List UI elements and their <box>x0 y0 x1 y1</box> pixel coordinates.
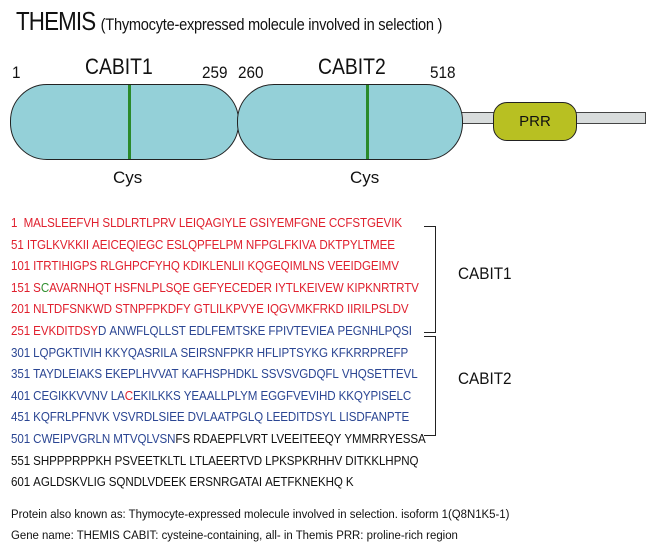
cabit1-domain <box>10 84 239 160</box>
sequence-row: 1 MALSLEEFVH SLDLRTLPRV LEIQAGIYLE GSIYE… <box>11 216 402 230</box>
sequence-row: 151 SCAVARNHQT HSFNLPLSQE GEFYECEDER IYT… <box>11 281 419 295</box>
gene-symbol: THEMIS <box>16 6 96 36</box>
sequence-row: 101 ITRTIHIGPS RLGHPCFYHQ KDIKLENLII KQG… <box>11 259 399 273</box>
cabit1-domain-label: CABIT1 <box>85 54 153 79</box>
sequence-segment: FS RDAEPFLVRT LVEEITEEQY YMMRRYESSA <box>175 432 426 446</box>
sequence-segment: 551 SHPPPRPPKH PSVEETKLTL LTLAEERTVD LPK… <box>11 453 419 468</box>
sequence-row: 201 NLTDFSNKWD STNPFPKDFY GTLILKPVYE IQG… <box>11 302 409 317</box>
sequence-row: 551 SHPPPRPPKH PSVEETKLTL LTLAEERTVD LPK… <box>11 453 419 468</box>
highlighted-cysteine: C <box>40 280 50 295</box>
cabit2-cys-label: Cys <box>350 168 380 187</box>
cabit2-cys-marker <box>366 85 369 159</box>
sequence-segment: 501 CWEIPVGRLN MTVQLVSN <box>11 432 176 446</box>
sequence-segment: 1 MALSLEEFVH SLDLRTLPRV LEIQAGIYLE GSIYE… <box>11 216 402 230</box>
sequence-row: 51 ITGLKVKKII AEICEQIEGC ESLQPFELPM NFPG… <box>11 238 395 252</box>
sequence-row: 601 AGLDSKVLIG SQNDLVDEEK ERSNRGATAI AET… <box>11 475 354 489</box>
position-cabit1-end: 259 <box>202 63 228 82</box>
cabit2-domain-label: CABIT2 <box>318 54 386 79</box>
sequence-segment: 351 TAYDLEIAKS EKEPLHVVAT KAFHSPHDKL SSV… <box>11 367 418 382</box>
sequence-segment: D ANWFLQLLST EDLFEMTSKE FPIVTEVIEA PEGNH… <box>98 324 412 338</box>
position-start: 1 <box>12 63 21 82</box>
sequence-row: 501 CWEIPVGRLN MTVQLVSNFS RDAEPFLVRT LVE… <box>11 432 426 446</box>
sequence-segment: 301 LQPGKTIVIH KKYQASRILA SEIRSNFPKR HFL… <box>11 345 409 360</box>
position-cabit2-end: 518 <box>430 63 456 82</box>
cabit1-cys-label: Cys <box>113 168 143 187</box>
sequence-segment: AVARNHQT HSFNLPLSQE GEFYECEDER IYTLKEIVE… <box>49 280 419 295</box>
sequence-row: 301 LQPGKTIVIH KKYQASRILA SEIRSNFPKR HFL… <box>11 346 408 360</box>
gene-legend-note: Gene name: THEMIS CABIT: cysteine-contai… <box>11 528 458 542</box>
sequence-segment: 601 AGLDSKVLIG SQNDLVDEEK ERSNRGATAI AET… <box>11 475 354 490</box>
sequence-row: 401 CEGIKKVVNV LACEKILKKS YEAALLPLYM EGG… <box>11 389 411 403</box>
sequence-segment: 451 KQFRLPFNVK VSVRDLSIEE DVLAATPGLQ LEE… <box>11 410 410 425</box>
sequence-segment: 201 NLTDFSNKWD STNPFPKDFY GTLILKPVYE IQG… <box>11 302 409 317</box>
gene-full-name: (Thymocyte-expressed molecule involved i… <box>100 15 443 34</box>
cabit1-bracket <box>424 226 436 333</box>
prr-label: PRR <box>519 113 551 130</box>
cabit2-bracket <box>424 336 436 436</box>
cabit2-bracket-label: CABIT2 <box>458 369 512 388</box>
cabit1-cys-marker <box>128 85 131 159</box>
sequence-segment: 251 EVKDITDSY <box>11 324 99 338</box>
sequence-segment: 101 ITRTIHIGPS RLGHPCFYHQ KDIKLENLII KQG… <box>11 259 399 274</box>
sequence-segment: 151 S <box>11 280 41 295</box>
cabit1-bracket-label: CABIT1 <box>458 264 512 283</box>
protein-alias-note: Protein also known as: Thymocyte-express… <box>11 507 510 521</box>
sequence-segment: 51 ITGLKVKKII AEICEQIEGC ESLQPFELPM NFPG… <box>11 237 395 252</box>
sequence-row: 451 KQFRLPFNVK VSVRDLSIEE DVLAATPGLQ LEE… <box>11 410 409 424</box>
sequence-segment: EKILKKS YEAALLPLYM EGGFVEVIHD KKQYPISELC <box>133 388 412 403</box>
highlighted-cysteine: C <box>124 388 134 403</box>
sequence-row: 351 TAYDLEIAKS EKEPLHVVAT KAFHSPHDKL SSV… <box>11 367 418 381</box>
cabit2-domain <box>237 84 463 160</box>
page-title: THEMIS (Thymocyte-expressed molecule inv… <box>16 6 442 37</box>
sequence-row: 251 EVKDITDSYD ANWFLQLLST EDLFEMTSKE FPI… <box>11 324 412 338</box>
sequence-segment: 401 CEGIKKVVNV LA <box>11 388 125 403</box>
position-cabit2-start: 260 <box>238 63 264 82</box>
prr-domain: PRR <box>493 102 577 141</box>
